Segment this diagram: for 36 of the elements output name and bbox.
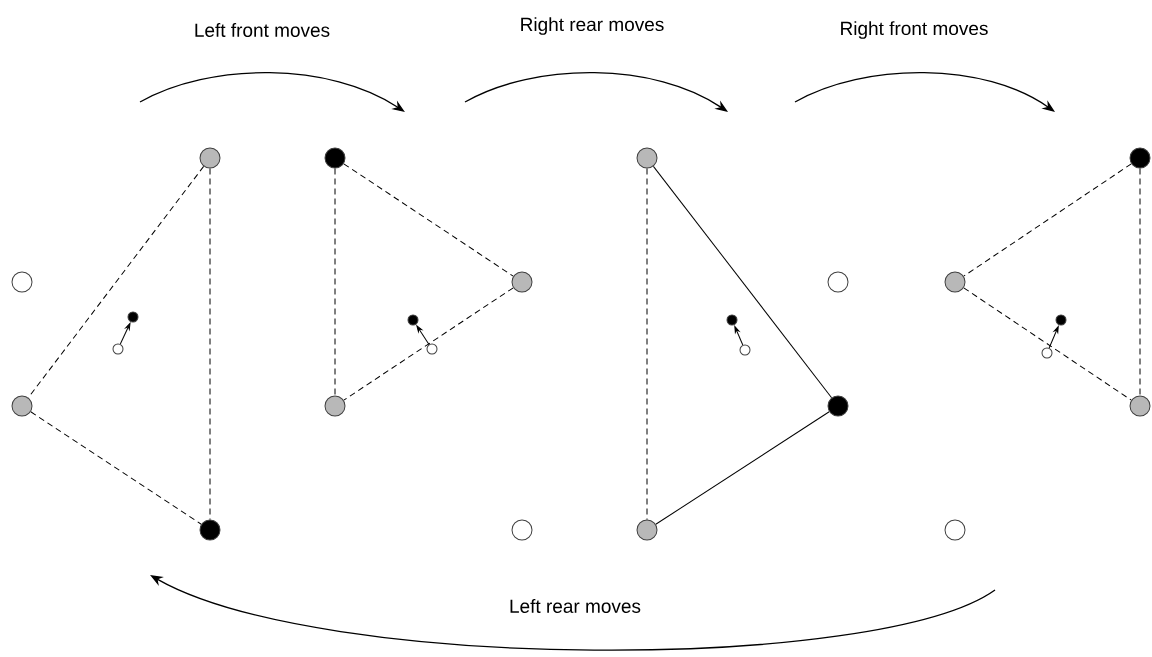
foot-circle: [324, 147, 346, 169]
foot-circle: [199, 147, 221, 169]
foot-circle: [1129, 147, 1151, 169]
arrow: [734, 326, 744, 346]
support-line: [652, 165, 833, 399]
support-line: [646, 168, 648, 520]
arrow: [119, 322, 131, 345]
foot-circle: [1129, 395, 1151, 417]
foot-circle: [636, 147, 658, 169]
arrow: [416, 325, 430, 345]
support-line: [30, 411, 202, 525]
support-line: [963, 163, 1132, 277]
support-line: [655, 411, 830, 525]
foot-circle: [511, 519, 533, 541]
support-line: [27, 165, 205, 399]
foot-circle: [11, 271, 33, 293]
foot-circle: [511, 271, 533, 293]
stage-label: Left rear moves: [510, 599, 641, 613]
foot-circle: [944, 271, 966, 293]
stage-label: Right front moves: [841, 21, 988, 39]
foot-circle: [944, 519, 966, 541]
foot-circle: [11, 395, 33, 417]
foot-circle: [827, 395, 849, 417]
arrow: [1048, 326, 1059, 349]
foot-circle: [199, 519, 221, 541]
foot-circle: [636, 519, 658, 541]
support-line: [343, 287, 514, 401]
stage-label: Right rear moves: [521, 17, 664, 35]
support-line: [334, 168, 336, 396]
support-line: [209, 168, 211, 520]
stage-label: Left front moves: [195, 23, 330, 37]
foot-circle: [827, 271, 849, 293]
foot-circle: [324, 395, 346, 417]
support-line: [963, 287, 1132, 401]
support-line: [343, 163, 514, 277]
support-line: [1139, 168, 1141, 396]
